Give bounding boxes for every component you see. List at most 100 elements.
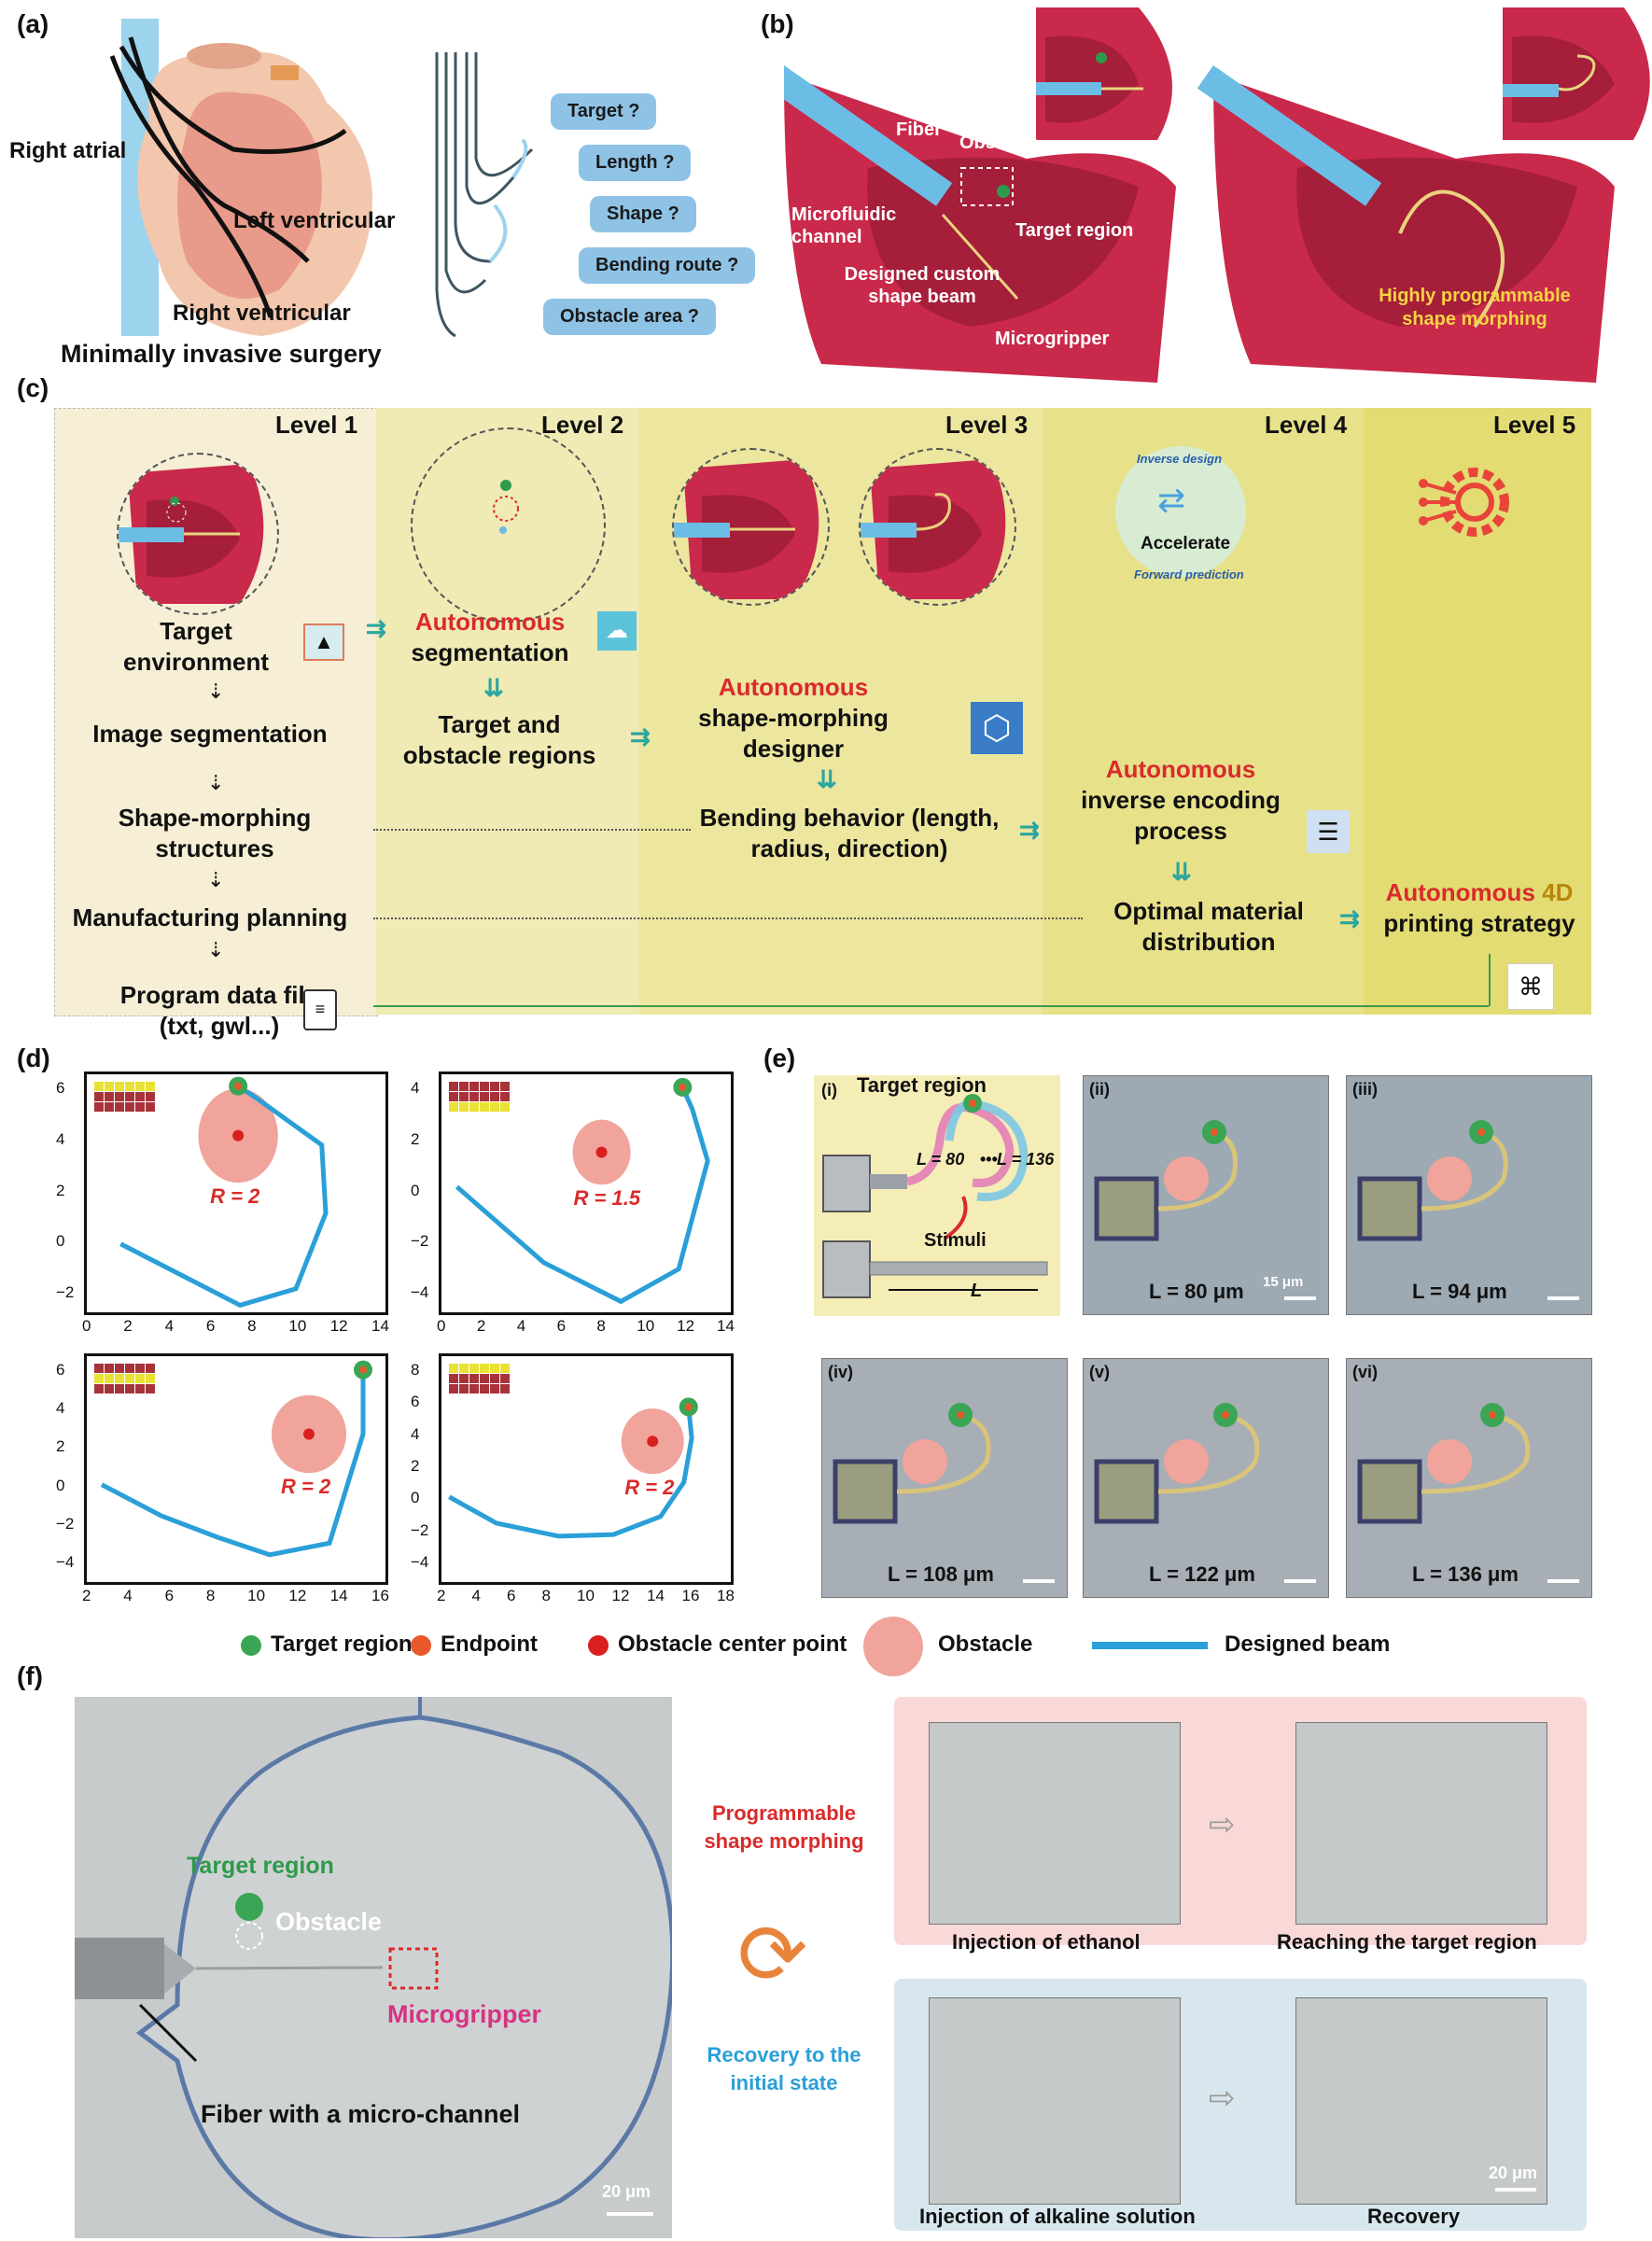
grid-cell bbox=[469, 1384, 479, 1394]
grid-cell bbox=[459, 1092, 469, 1101]
y-tick-label: −2 bbox=[411, 1520, 429, 1539]
grid-cell bbox=[480, 1102, 489, 1112]
x-tick-label: 0 bbox=[82, 1317, 91, 1335]
y-tick-label: 4 bbox=[411, 1079, 420, 1097]
y-tick-label: 2 bbox=[411, 1457, 420, 1475]
level5-column bbox=[1365, 408, 1591, 1015]
scale-bar bbox=[1023, 1579, 1055, 1583]
scale-bar bbox=[1547, 1579, 1579, 1583]
f-fiber: Fiber with a micro-channel bbox=[201, 2100, 521, 2128]
label-4d: 4D bbox=[1542, 878, 1574, 906]
label-target-region-b: Target region bbox=[1015, 220, 1134, 241]
schematic-target-region: Target region bbox=[857, 1073, 987, 1097]
grid-cell bbox=[115, 1082, 124, 1091]
grid-cell bbox=[94, 1384, 104, 1394]
grid-cell bbox=[490, 1364, 499, 1373]
obstacle-radius-label: R = 2 bbox=[624, 1476, 675, 1500]
flow-target-environment: Target environment bbox=[122, 617, 270, 676]
down-arrow-3: ⇣ bbox=[207, 868, 225, 891]
grid-cell bbox=[94, 1102, 104, 1112]
level3-title: Level 3 bbox=[945, 411, 1029, 439]
trajectory-plot: R = 2 bbox=[84, 1353, 388, 1585]
fiber-tip bbox=[1094, 1176, 1159, 1241]
grid-cell bbox=[500, 1374, 510, 1383]
trajectory-plot: R = 1.5 bbox=[439, 1071, 734, 1315]
grid-cell bbox=[135, 1364, 145, 1373]
f-scale-bar-1 bbox=[607, 2212, 653, 2216]
grid-cell bbox=[115, 1384, 124, 1394]
grid-cell bbox=[146, 1364, 155, 1373]
material-grid bbox=[449, 1082, 510, 1112]
grid-cell bbox=[135, 1374, 145, 1383]
f-frame-alkaline bbox=[929, 1997, 1181, 2205]
x-tick-label: 12 bbox=[611, 1587, 630, 1604]
schematic-drawing bbox=[822, 1094, 1048, 1298]
grid-cell bbox=[449, 1364, 458, 1373]
micrograph-drawing bbox=[833, 1403, 991, 1524]
grid-cell bbox=[480, 1082, 489, 1091]
legend-endpoint-dot bbox=[411, 1635, 431, 1656]
segmentation-word: segmentation bbox=[411, 638, 569, 666]
micrograph-drawing bbox=[1357, 1403, 1531, 1524]
sub-i-label: (i) bbox=[821, 1081, 837, 1099]
f-scale-bar-2 bbox=[1495, 2188, 1536, 2192]
x-tick-label: 6 bbox=[507, 1587, 516, 1604]
x-tick-label: 6 bbox=[164, 1587, 175, 1604]
beam-curve bbox=[1421, 1129, 1508, 1212]
f-obstacle: Obstacle bbox=[275, 1908, 383, 1936]
schematic-L80: L = 80 bbox=[917, 1150, 965, 1169]
hexagon-icon: ⬡ bbox=[971, 702, 1023, 754]
grid-cell bbox=[125, 1092, 134, 1101]
trajectory-svg bbox=[94, 1076, 329, 1309]
beam-curve bbox=[1421, 1412, 1531, 1494]
x-tick-label: 8 bbox=[205, 1587, 216, 1604]
label-microgripper-b: Microgripper bbox=[995, 329, 1110, 349]
endpoint-marker bbox=[234, 1082, 243, 1090]
grid-cell bbox=[125, 1082, 134, 1091]
accelerate-diagram bbox=[1115, 446, 1246, 577]
arrow-right-l2l3: ⇉ bbox=[630, 722, 651, 750]
grid-cell bbox=[500, 1384, 510, 1394]
obstacle-center-point bbox=[232, 1129, 245, 1142]
trajectory-plot: R = 2 bbox=[84, 1071, 388, 1315]
flow-bending-behavior: Bending behavior (length, radius, direct… bbox=[699, 804, 1000, 862]
legend-beam-line bbox=[1092, 1642, 1208, 1649]
micrograph-frame: (vi)L = 136 μm bbox=[1346, 1358, 1592, 1598]
f-scale-2: 20 μm bbox=[1489, 2164, 1538, 2182]
flow-target-obstacle-regions: Target and obstacle regions bbox=[402, 710, 596, 769]
flow-image-segmentation: Image segmentation bbox=[92, 720, 328, 748]
autonomous-word-5: Autonomous bbox=[1385, 878, 1535, 906]
x-tick-label: 2 bbox=[437, 1587, 446, 1604]
feedback-line-bending bbox=[373, 829, 691, 831]
arrow-right-l4l5: ⇉ bbox=[1339, 904, 1360, 932]
schematic-dots: ••• bbox=[980, 1150, 998, 1169]
f-reaching: Reaching the target region bbox=[1277, 1930, 1537, 1954]
grid-cell bbox=[125, 1374, 134, 1383]
beam-curve bbox=[1157, 1412, 1260, 1494]
endpoint-marker bbox=[359, 1366, 367, 1374]
down-arrow-2: ⇣ bbox=[207, 771, 225, 794]
y-tick-label: −4 bbox=[56, 1553, 75, 1571]
x-tick-label: 10 bbox=[637, 1317, 655, 1335]
label-obstacle-b: Obstacle bbox=[959, 133, 1039, 153]
gear-circuit-icon bbox=[1419, 455, 1512, 553]
grid-cell bbox=[480, 1092, 489, 1101]
f-recovery: Recovery bbox=[1367, 2205, 1461, 2228]
obstacle-disc bbox=[1427, 1156, 1472, 1201]
panel-d-label: (d) bbox=[17, 1043, 50, 1072]
fiber-tip bbox=[1357, 1459, 1422, 1524]
grid-cell bbox=[469, 1374, 479, 1383]
x-tick-label: 2 bbox=[82, 1587, 91, 1604]
designed-beam-line bbox=[100, 1369, 366, 1558]
obstacle-radius-label: R = 1.5 bbox=[573, 1186, 641, 1211]
endpoint-marker bbox=[679, 1083, 687, 1091]
level1-environment-image bbox=[117, 453, 279, 615]
document-icon: ≡ bbox=[303, 989, 337, 1030]
y-tick-label: 2 bbox=[56, 1181, 65, 1199]
x-tick-label: 12 bbox=[329, 1317, 348, 1335]
grid-cell bbox=[480, 1364, 489, 1373]
y-tick-label: −2 bbox=[56, 1283, 75, 1301]
y-tick-label: 2 bbox=[411, 1129, 420, 1148]
micrograph-drawing bbox=[1094, 1403, 1260, 1524]
